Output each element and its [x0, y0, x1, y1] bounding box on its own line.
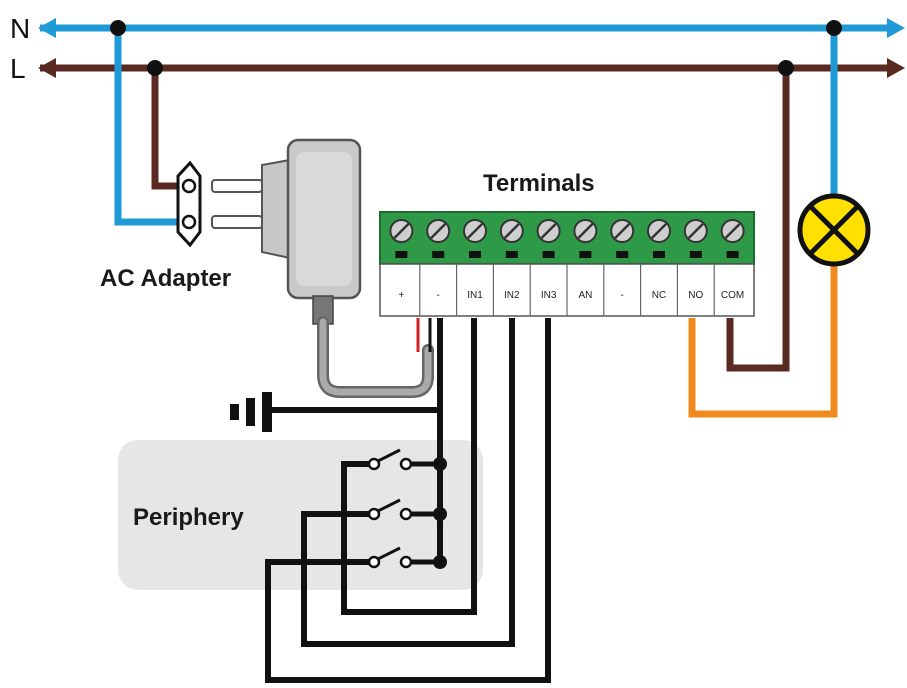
junction-dot	[826, 20, 842, 36]
terminal-label: NO	[688, 290, 703, 301]
terminal-label: IN3	[541, 290, 557, 301]
ground-icon	[230, 392, 440, 432]
adapter-live-wire	[151, 68, 180, 190]
junction-dot	[147, 60, 163, 76]
terminal-label: -	[621, 290, 624, 301]
adapter-neutral-wire	[114, 28, 180, 226]
com-live-wire	[726, 68, 790, 372]
live-line	[38, 58, 905, 78]
terminals-label: Terminals	[483, 170, 595, 197]
junction-dot	[110, 20, 126, 36]
terminal-label: NC	[652, 290, 666, 301]
in2-wire	[301, 318, 515, 647]
lamp-no-wire	[688, 262, 838, 418]
switch-icon	[367, 498, 447, 521]
terminal-screw	[499, 219, 524, 258]
neutral-label: N	[10, 13, 30, 44]
terminal-screw	[573, 219, 598, 258]
periphery-label: Periphery	[133, 504, 244, 531]
terminal-label: COM	[721, 290, 744, 301]
ac-adapter-label: AC Adapter	[100, 265, 231, 292]
terminal-screw	[389, 219, 414, 258]
terminal-label: -	[437, 290, 440, 301]
adapter-cable	[317, 316, 434, 398]
switch-icon	[367, 546, 447, 569]
lamp-icon	[797, 193, 871, 267]
terminal-screw	[463, 219, 487, 258]
live-label: L	[10, 53, 26, 84]
junction-dot	[778, 60, 794, 76]
terminal-screw	[536, 219, 561, 258]
plug-icon	[176, 160, 263, 248]
terminal-screw	[610, 219, 635, 258]
terminal-cells: + - IN1 IN2 IN3 AN - NC NO COM	[389, 219, 745, 316]
terminal-label: IN2	[504, 290, 520, 301]
terminal-screw	[683, 219, 708, 258]
ac-adapter	[261, 138, 362, 325]
switch-icon	[367, 448, 447, 471]
terminal-screw	[647, 219, 671, 258]
neutral-line	[38, 18, 905, 38]
terminal-label: +	[398, 290, 404, 301]
in3-wire	[265, 318, 551, 683]
terminal-screw	[720, 219, 745, 258]
terminal-label: IN1	[467, 290, 483, 301]
terminal-screw	[426, 219, 451, 258]
terminal-label: AN	[578, 290, 592, 301]
in1-wire	[341, 318, 477, 615]
